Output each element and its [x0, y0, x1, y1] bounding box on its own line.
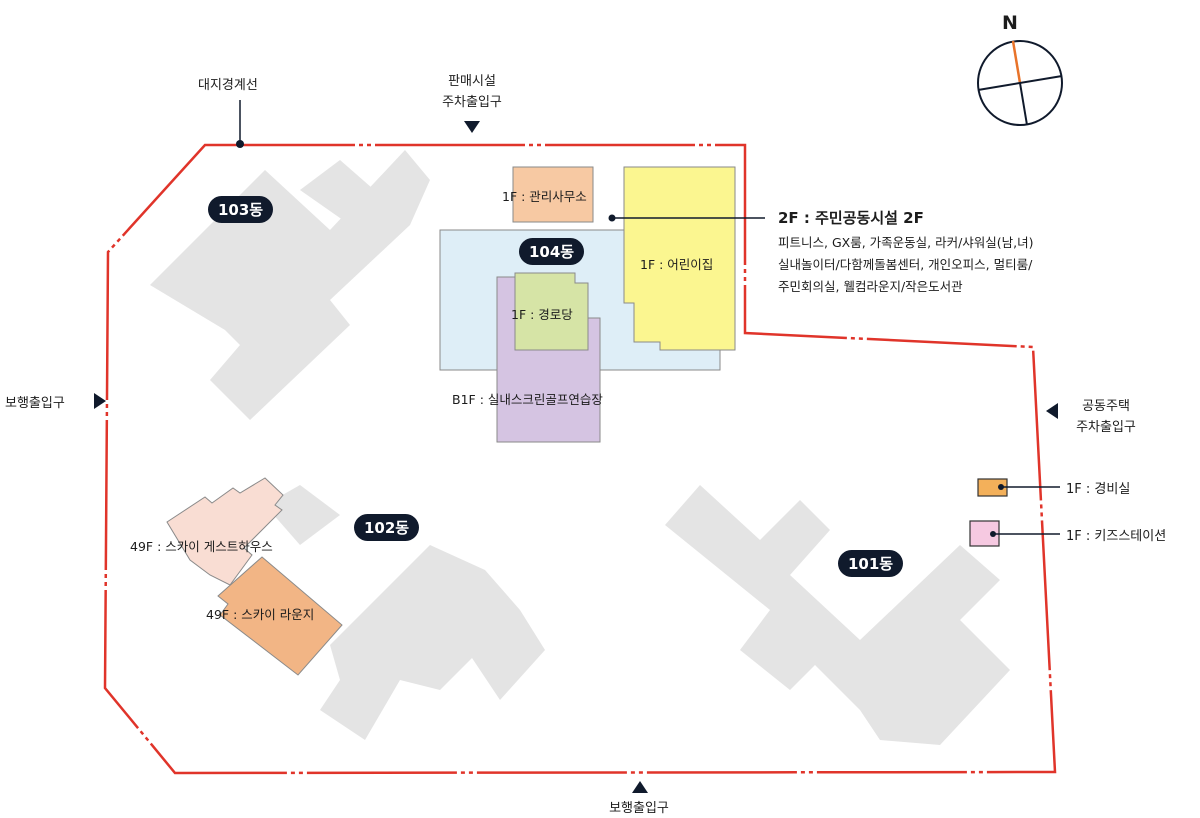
sky-lounge-label: 49F : 스카이 라운지 [206, 607, 315, 622]
site-boundary-label: 대지경계선 [198, 78, 258, 93]
community-facility-line3: 주민회의실, 웰컴라운지/작은도서관 [778, 279, 963, 294]
building-104-badge: 104동 [519, 238, 585, 265]
sky-lounge-area [217, 556, 343, 676]
guard-room-label: 1F : 경비실 [1066, 482, 1131, 497]
building-101-footprint [665, 485, 1010, 745]
site-boundary-line [103, 143, 1057, 775]
housing-parking-arrow-icon [1046, 403, 1058, 419]
pedestrian-entrance-bottom-label: 보행출입구 [609, 801, 669, 816]
pedestrian-entrance-left-label: 보행출입구 [5, 396, 65, 411]
commercial-parking-label-line2: 주차출입구 [442, 95, 502, 110]
building-101-badge: 101동 [838, 550, 904, 577]
community-facility-line2: 실내놀이터/다함께돌봄센터, 개인오피스, 멀티룸/ [778, 257, 1033, 272]
building-103-footprint [150, 150, 430, 420]
kids-station-label: 1F : 키즈스테이션 [1066, 529, 1167, 544]
building-102-badge: 102동 [354, 514, 420, 541]
pedestrian-left-arrow-icon [94, 393, 106, 409]
housing-parking-label-line1: 공동주택 [1082, 399, 1130, 414]
senior-center-area [514, 272, 589, 351]
management-office-area [512, 166, 594, 223]
building-103-badge: 103동 [208, 196, 274, 223]
commercial-parking-label-line1: 판매시설 [448, 74, 496, 89]
management-office-label: 1F : 관리사무소 [502, 189, 587, 204]
community-facility-line1: 피트니스, GX룸, 가족운동실, 라커/샤워실(남,녀) [778, 235, 1034, 250]
building-102-footprint [265, 485, 545, 740]
sky-guesthouse-label: 49F : 스카이 게스트하우스 [130, 539, 273, 554]
housing-parking-label-line2: 주차출입구 [1076, 420, 1136, 435]
golf-practice-label: B1F : 실내스크린골프연습장 [452, 392, 603, 407]
daycare-label: 1F : 어린이집 [640, 257, 714, 272]
community-facility-title: 2F : 주민공동시설 2F [778, 209, 924, 227]
commercial-parking-arrow-icon [464, 121, 480, 133]
pedestrian-bottom-arrow-icon [632, 781, 648, 793]
compass-icon [977, 40, 1063, 126]
senior-center-label: 1F : 경로당 [511, 307, 573, 322]
sky-guesthouse-area [166, 477, 284, 586]
daycare-area [623, 166, 736, 351]
compass-north-label: N [1002, 12, 1018, 34]
